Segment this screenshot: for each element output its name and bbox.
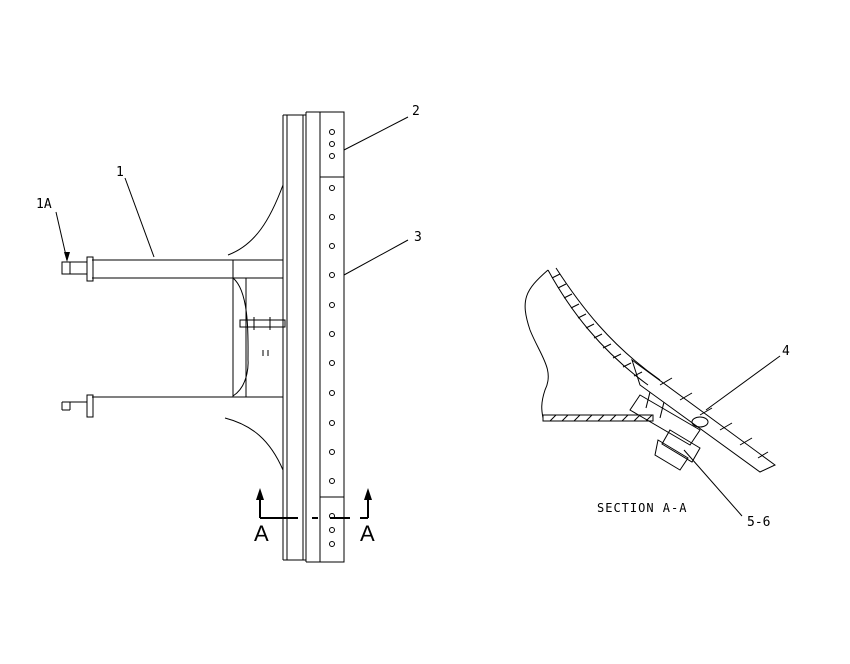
leader-lines xyxy=(55,116,781,517)
section-cut-line xyxy=(256,488,372,519)
lower-arm xyxy=(61,394,283,418)
center-web xyxy=(232,277,286,397)
upper-arm xyxy=(61,256,283,282)
perforated-strip xyxy=(319,176,345,498)
lower-plate xyxy=(319,496,345,563)
mounting-frame xyxy=(282,111,344,563)
section-mark-right: A xyxy=(360,521,375,546)
callout-2: 2 xyxy=(412,104,420,119)
callout-1a: 1A xyxy=(36,197,52,212)
section-title: SECTION A-A xyxy=(597,501,687,515)
section-a-a-view xyxy=(524,267,776,473)
section-mark-left: A xyxy=(254,521,269,546)
callout-4: 4 xyxy=(782,344,790,359)
upper-plate xyxy=(319,111,345,178)
callout-3: 3 xyxy=(414,230,422,245)
callout-5-6: 5-6 xyxy=(747,515,770,530)
gussets xyxy=(224,184,284,471)
main-assembly-view xyxy=(61,111,372,563)
callout-1: 1 xyxy=(116,165,124,180)
